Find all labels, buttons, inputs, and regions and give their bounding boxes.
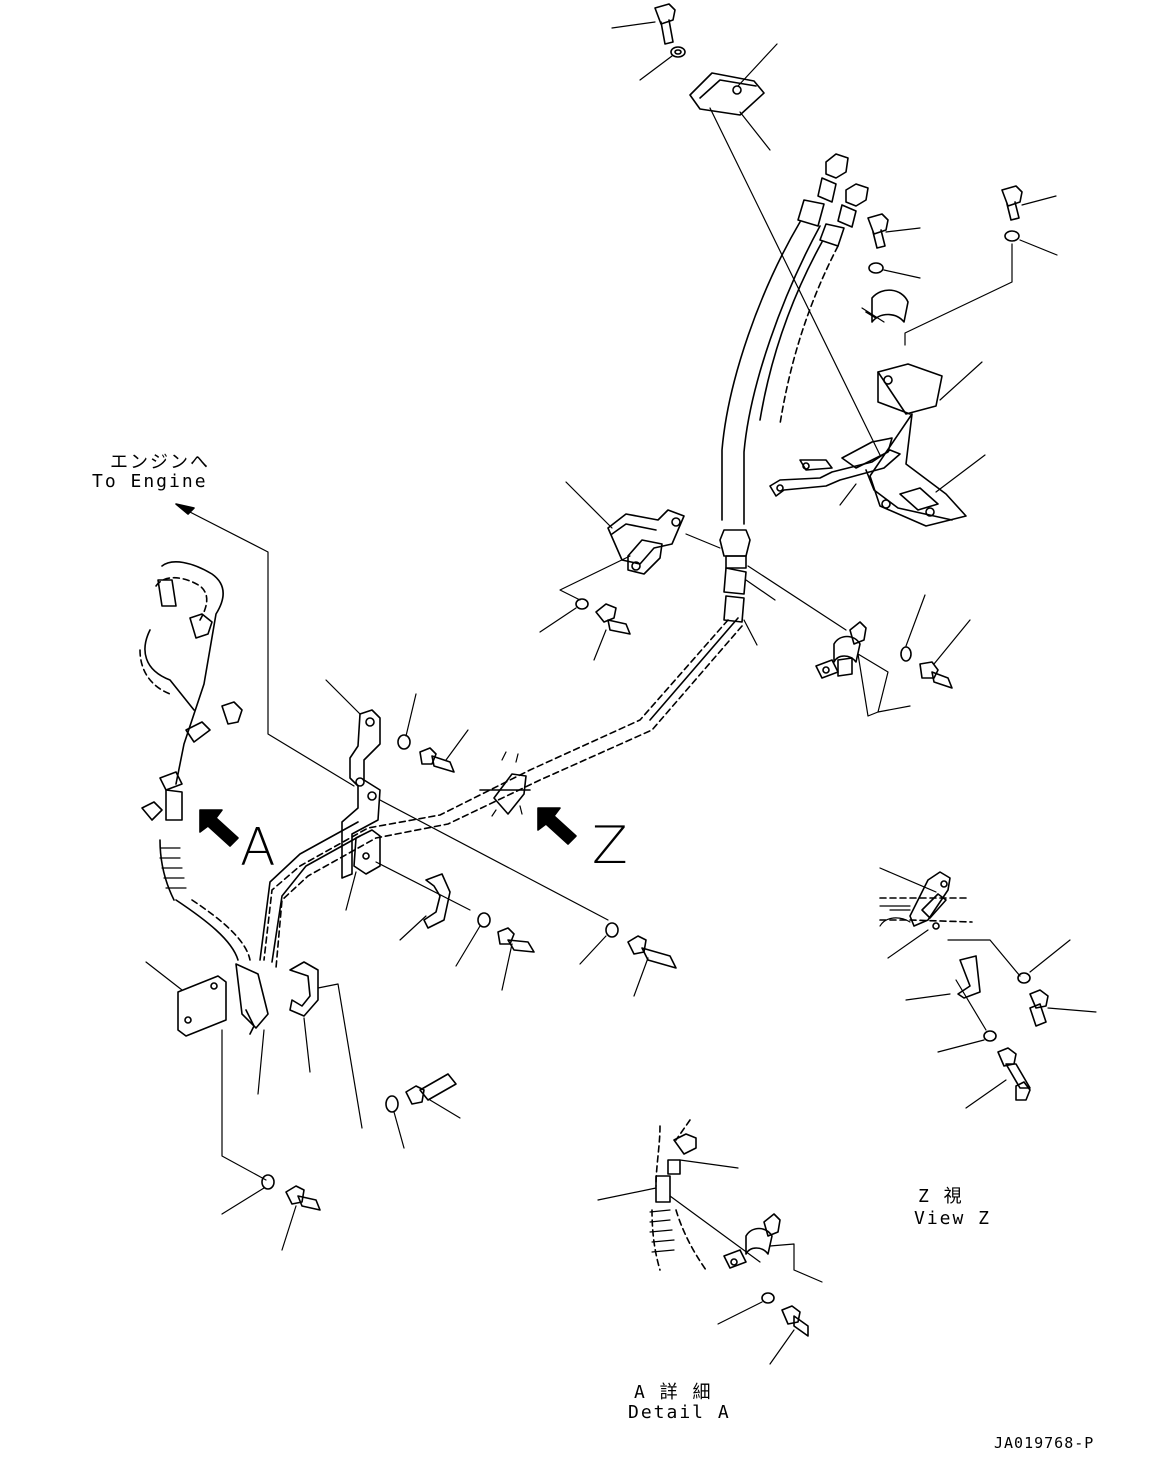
bolt bbox=[919, 619, 971, 689]
middle-clamp-set bbox=[539, 481, 721, 661]
view-a-marker: A bbox=[240, 818, 276, 878]
bolt bbox=[611, 3, 676, 45]
top-clamp-group bbox=[611, 3, 778, 151]
bolt bbox=[965, 1047, 1031, 1109]
to-engine-label-jp: エンジンへ bbox=[110, 452, 210, 473]
center-bracket bbox=[325, 679, 609, 921]
bolt bbox=[497, 927, 535, 991]
detail-a-caption-jp: A 詳 細 bbox=[634, 1382, 713, 1403]
main-hose-run bbox=[259, 617, 743, 969]
left-bottom-bracket bbox=[145, 961, 269, 1181]
washer bbox=[579, 922, 619, 965]
upper-hoses bbox=[719, 153, 869, 646]
small-clip bbox=[289, 961, 363, 1129]
washer bbox=[868, 262, 921, 279]
u-clamp bbox=[399, 873, 451, 941]
clamp-strip bbox=[769, 437, 901, 506]
bolt bbox=[627, 935, 677, 997]
to-engine-label-en: To Engine bbox=[92, 471, 208, 492]
view-z-caption-jp: Z 視 bbox=[918, 1186, 964, 1207]
view-z-marker: Z bbox=[592, 816, 628, 876]
left-pipe-group bbox=[139, 561, 251, 961]
drawing-code: JA019768-P bbox=[994, 1434, 1095, 1452]
view-arrow-z bbox=[537, 807, 577, 845]
view-z-inset bbox=[879, 867, 1097, 1109]
mount-bracket bbox=[865, 361, 986, 527]
bolt bbox=[769, 1305, 809, 1365]
washer bbox=[904, 230, 1058, 346]
saddle-clamp bbox=[861, 289, 909, 323]
washer bbox=[639, 46, 686, 81]
washer bbox=[455, 912, 491, 967]
to-engine-leader bbox=[175, 503, 355, 787]
bolt bbox=[419, 729, 469, 773]
view-z-caption-en: View Z bbox=[914, 1208, 992, 1229]
right-hose-clamp bbox=[747, 565, 971, 717]
washer bbox=[221, 1174, 275, 1215]
washer bbox=[385, 1095, 405, 1149]
hose-fitting-2 bbox=[819, 183, 869, 247]
bolt bbox=[1029, 989, 1097, 1027]
z-clamp bbox=[479, 751, 531, 817]
detail-a-caption-en: Detail A bbox=[628, 1402, 731, 1423]
bolt bbox=[405, 1073, 461, 1119]
hose-fitting-1 bbox=[797, 153, 849, 227]
bolt bbox=[593, 603, 631, 661]
washer bbox=[397, 693, 417, 750]
clamp-plate bbox=[689, 43, 778, 151]
detail-a-inset bbox=[597, 1119, 823, 1365]
right-bracket-group bbox=[769, 185, 1058, 527]
bolt bbox=[281, 1185, 321, 1251]
view-arrow-a bbox=[199, 809, 239, 847]
bolt bbox=[1001, 185, 1057, 221]
bolt bbox=[867, 213, 921, 249]
